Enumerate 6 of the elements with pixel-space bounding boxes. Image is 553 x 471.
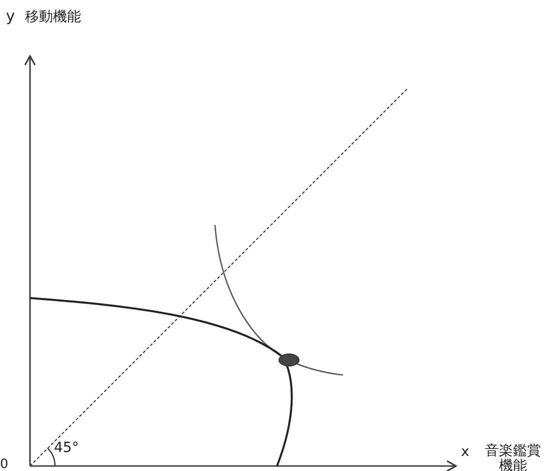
axis-label: y bbox=[6, 9, 15, 25]
axis-label: 音楽鑑賞機能 bbox=[484, 444, 542, 471]
axis-label: 45° bbox=[54, 441, 79, 456]
axis-label: x bbox=[461, 445, 470, 460]
axis-label: 0 bbox=[0, 458, 8, 471]
axis-label: 移動機能 bbox=[25, 10, 81, 25]
